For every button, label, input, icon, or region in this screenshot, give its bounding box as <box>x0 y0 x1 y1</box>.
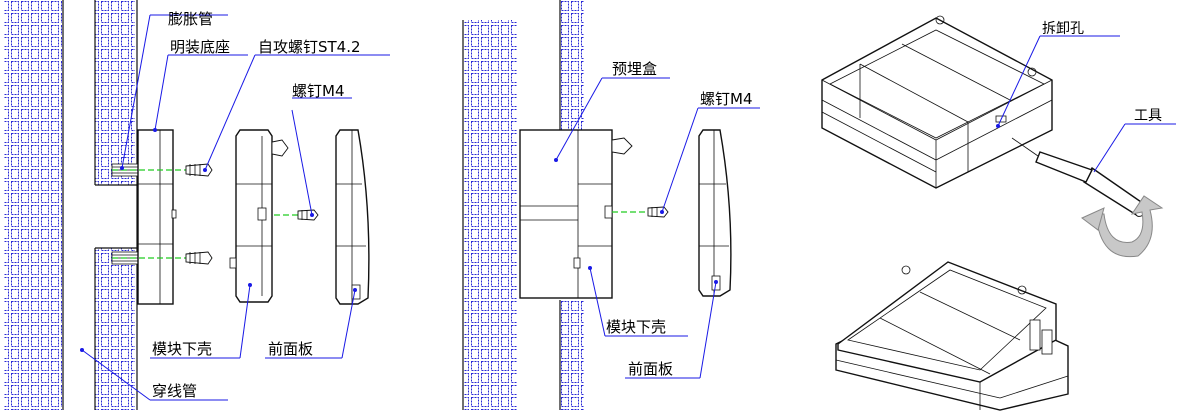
label-surface-base: 明装底座 <box>170 38 230 56</box>
rotate-arrow-icon <box>1081 195 1164 258</box>
module-bottom-iso <box>835 261 1069 411</box>
label-tool: 工具 <box>1134 108 1162 124</box>
label-expansion-tube: 膨胀管 <box>168 10 213 28</box>
label-screw-m4-mid: 螺钉M4 <box>700 90 753 108</box>
surface-base <box>137 129 177 305</box>
label-threading-pipe: 穿线管 <box>152 382 197 400</box>
module-top-iso <box>821 15 1053 189</box>
label-front-panel-left: 前面板 <box>268 340 313 358</box>
label-embedded-box: 预埋盒 <box>612 60 657 78</box>
left-wall <box>4 0 138 410</box>
self-tapping-screws <box>185 163 213 265</box>
tool-screwdriver <box>1011 137 1148 218</box>
module-lower-shell-left <box>229 129 289 303</box>
front-panel-mid <box>698 129 732 297</box>
embedded-box <box>519 129 633 299</box>
label-module-lower-shell-left: 模块下壳 <box>152 340 212 358</box>
screw-m4-left <box>297 209 319 221</box>
label-front-panel-mid: 前面板 <box>628 360 673 378</box>
front-panel-left <box>335 129 370 305</box>
right-leaders <box>996 35 1176 173</box>
label-removal-hole: 拆卸孔 <box>1042 21 1084 37</box>
screw-m4-mid <box>647 206 669 218</box>
label-module-lower-shell-mid: 模块下壳 <box>606 318 666 336</box>
middle-leaders <box>554 77 760 379</box>
left-leaders <box>80 14 390 401</box>
label-screw-m4-left: 螺钉M4 <box>292 82 345 100</box>
label-self-tapping-screw: 自攻螺钉ST4.2 <box>258 38 361 56</box>
middle-wall <box>462 0 584 410</box>
